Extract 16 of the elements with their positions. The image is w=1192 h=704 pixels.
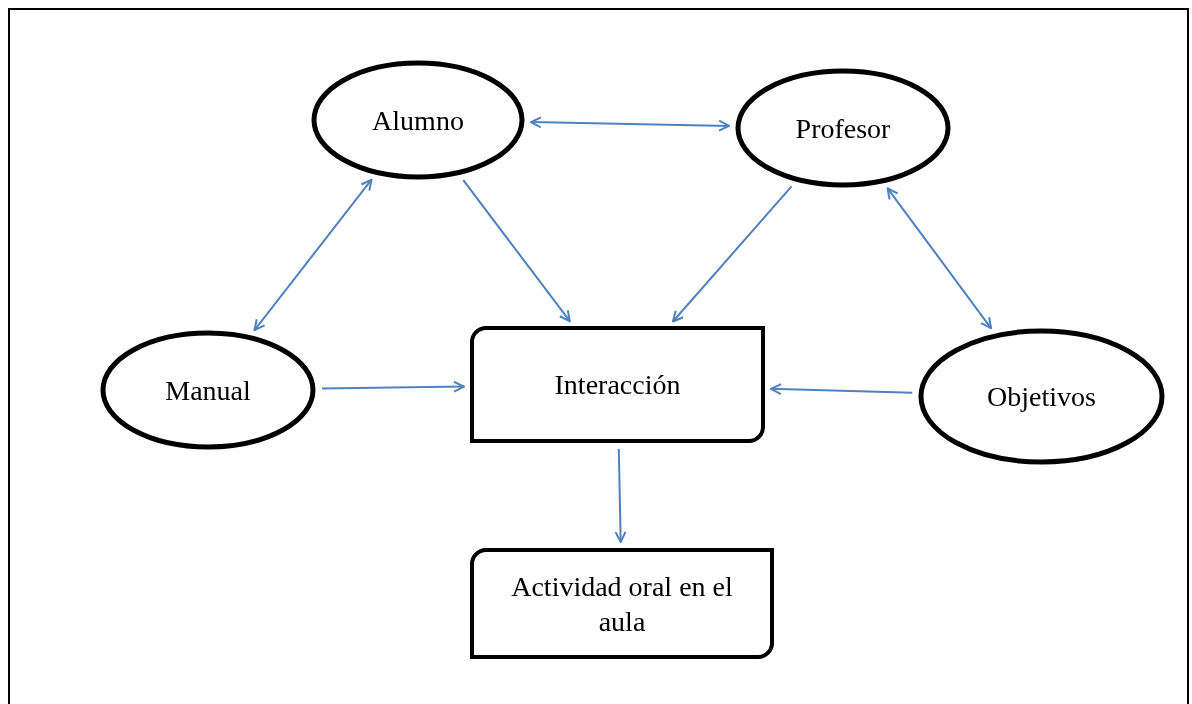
arrow	[886, 187, 993, 330]
node-label: Manual	[165, 373, 251, 408]
arrow	[671, 185, 793, 323]
arrow	[321, 380, 465, 393]
arrow	[770, 383, 914, 396]
node-label: Actividad oral en el aula	[510, 569, 734, 639]
node-label: Profesor	[795, 111, 891, 146]
process-box	[470, 326, 765, 443]
node-label: Alumno	[372, 103, 464, 138]
arrow	[529, 116, 731, 132]
node-label: Objetivos	[987, 380, 1096, 414]
arrow	[253, 178, 373, 332]
node-label: Interacción	[554, 368, 681, 402]
arrow	[462, 179, 571, 323]
process-box	[470, 548, 774, 659]
arrow	[614, 448, 627, 543]
